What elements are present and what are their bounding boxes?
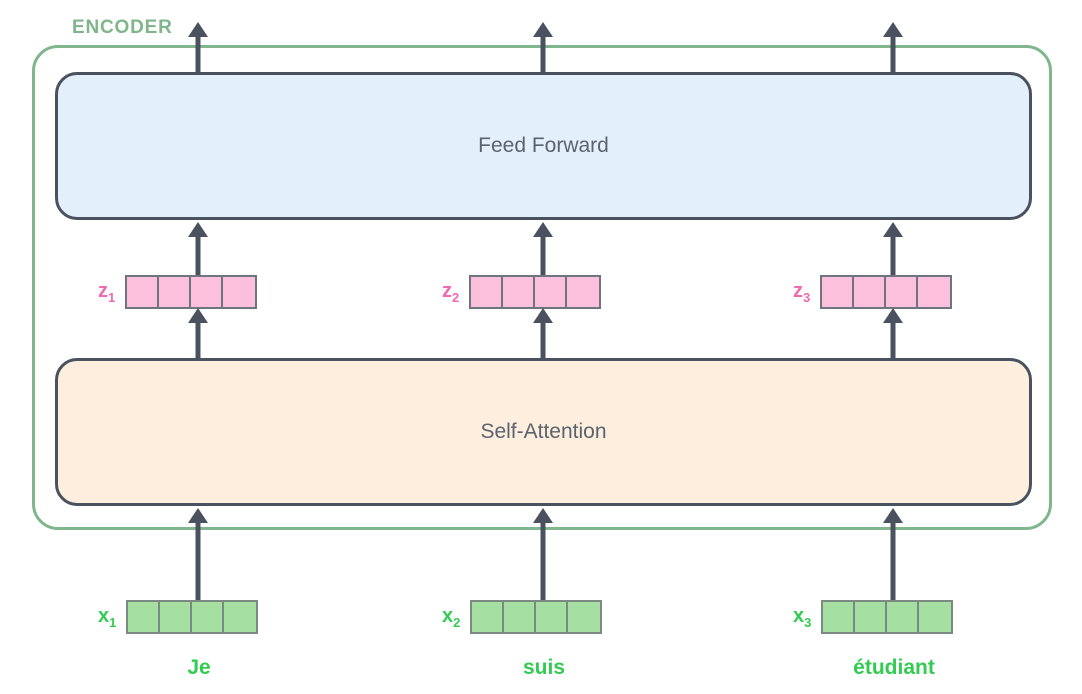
feed-forward-label: Feed Forward: [478, 134, 609, 157]
arrow-shaft: [890, 320, 896, 358]
x-vector-cells-3: [821, 600, 954, 634]
z-vector-subscript-2: 2: [452, 289, 460, 305]
vector-cell: [127, 277, 160, 307]
vector-cell: [855, 602, 888, 632]
vector-cell: [503, 277, 536, 307]
vector-cell: [854, 277, 887, 307]
arrowhead-icon: [533, 222, 553, 237]
arrowhead-icon: [188, 222, 208, 237]
arrowhead-icon: [883, 508, 903, 523]
z-vector-1: z1: [98, 275, 258, 309]
arrowhead-icon: [533, 308, 553, 323]
x-vector-label-2: x2: [442, 604, 461, 630]
arrow-shaft: [540, 234, 546, 275]
vector-cell: [887, 602, 920, 632]
z-vector-label-1: z1: [98, 279, 116, 305]
arrowhead-icon: [188, 22, 208, 37]
vector-cell: [471, 277, 504, 307]
vector-cell: [128, 602, 161, 632]
x-vector-3: x3: [793, 600, 954, 634]
z-vector-subscript-3: 3: [803, 289, 811, 305]
x-vector-cells-2: [470, 600, 603, 634]
x-vector-subscript-2: 2: [453, 614, 461, 630]
arrowhead-icon: [188, 508, 208, 523]
arrowhead-icon: [188, 308, 208, 323]
arrow-shaft: [195, 234, 201, 275]
input-word-1: Je: [187, 656, 211, 679]
self-attention-block: Self-Attention: [55, 358, 1032, 506]
vector-cell: [224, 602, 257, 632]
z-vector-label-3: z3: [793, 279, 811, 305]
arrow-shaft: [540, 34, 546, 72]
arrowhead-icon: [533, 22, 553, 37]
vector-cell: [918, 277, 951, 307]
vector-cell: [919, 602, 952, 632]
z-vector-subscript-1: 1: [108, 289, 116, 305]
feed-forward-block: Feed Forward: [55, 72, 1032, 220]
x-vector-subscript-3: 3: [804, 614, 812, 630]
vector-cell: [223, 277, 256, 307]
z-vector-2: z2: [442, 275, 602, 309]
x-vector-1: x1: [98, 600, 259, 634]
x-vector-subscript-1: 1: [109, 614, 117, 630]
vector-cell: [886, 277, 919, 307]
arrowhead-icon: [883, 222, 903, 237]
vector-cell: [535, 277, 568, 307]
arrowhead-icon: [883, 22, 903, 37]
arrow-shaft: [540, 520, 546, 600]
encoder-label: ENCODER: [72, 17, 173, 38]
z-vector-cells-2: [469, 275, 602, 309]
vector-cell: [192, 602, 225, 632]
arrow-shaft: [195, 520, 201, 600]
vector-cell: [568, 602, 601, 632]
vector-cell: [536, 602, 569, 632]
arrow-shaft: [540, 320, 546, 358]
arrow-shaft: [890, 34, 896, 72]
z-vector-label-2: z2: [442, 279, 460, 305]
vector-cell: [159, 277, 192, 307]
z-vector-cells-3: [820, 275, 953, 309]
arrow-shaft: [195, 320, 201, 358]
vector-cell: [160, 602, 193, 632]
vector-cell: [822, 277, 855, 307]
x-vector-cells-1: [126, 600, 259, 634]
x-vector-label-3: x3: [793, 604, 812, 630]
z-vector-cells-1: [125, 275, 258, 309]
arrow-shaft: [890, 520, 896, 600]
self-attention-label: Self-Attention: [480, 420, 607, 443]
vector-cell: [567, 277, 600, 307]
vector-cell: [472, 602, 505, 632]
arrowhead-icon: [883, 308, 903, 323]
vector-cell: [191, 277, 224, 307]
vector-cell: [823, 602, 856, 632]
arrowhead-icon: [533, 508, 553, 523]
vector-cell: [504, 602, 537, 632]
x-vector-label-1: x1: [98, 604, 117, 630]
input-word-3: étudiant: [853, 656, 935, 679]
x-vector-2: x2: [442, 600, 603, 634]
input-word-2: suis: [522, 656, 566, 679]
arrow-shaft: [195, 34, 201, 72]
arrow-shaft: [890, 234, 896, 275]
z-vector-3: z3: [793, 275, 953, 309]
